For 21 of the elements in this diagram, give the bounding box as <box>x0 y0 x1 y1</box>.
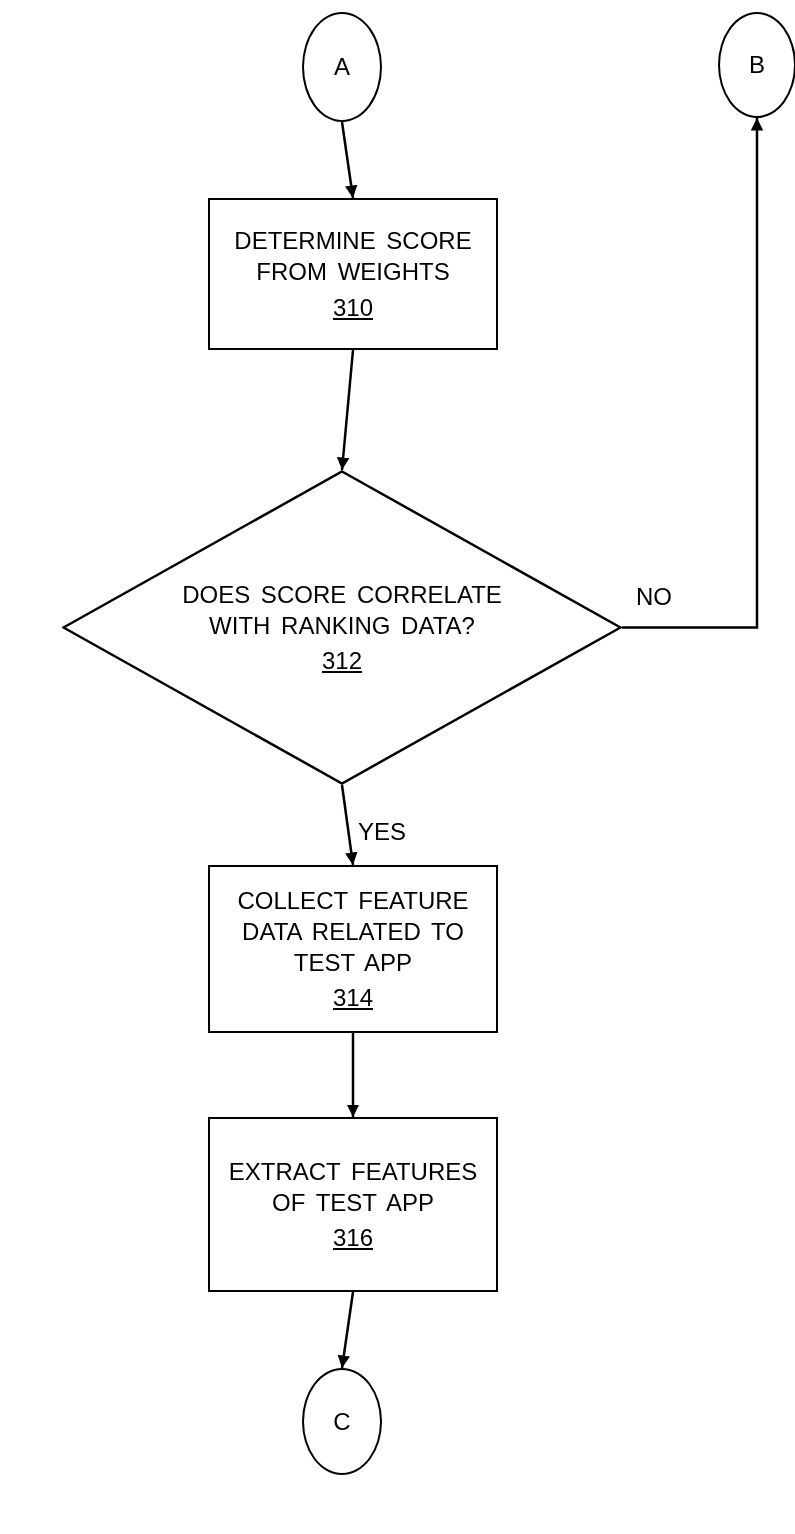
step-text: DOES SCORE CORRELATE WITH RANKING DATA? <box>181 579 503 641</box>
reference-number: 316 <box>332 1223 373 1254</box>
reference-number: 312 <box>321 646 362 677</box>
arrow <box>346 1033 360 1117</box>
connector-letter: B <box>749 50 765 81</box>
arrow <box>340 784 358 866</box>
step-text: DETERMINE SCORE FROM WEIGHTS <box>233 226 473 288</box>
arrow <box>337 1291 355 1369</box>
step-text: COLLECT FEATURE DATA RELATED TO TEST APP <box>236 885 470 978</box>
step-text: EXTRACT FEATURES OF TEST APP <box>227 1156 479 1218</box>
process-box <box>208 865 498 1033</box>
decision-diamond <box>62 470 622 785</box>
arrow <box>336 349 355 471</box>
arrow <box>622 118 764 629</box>
arrow <box>340 121 358 199</box>
connector-letter: A <box>334 52 350 83</box>
process-box <box>208 198 498 350</box>
connector-letter: C <box>333 1406 351 1437</box>
reference-number: 314 <box>332 983 373 1014</box>
reference-number: 310 <box>332 292 373 323</box>
process-box <box>208 1117 498 1292</box>
